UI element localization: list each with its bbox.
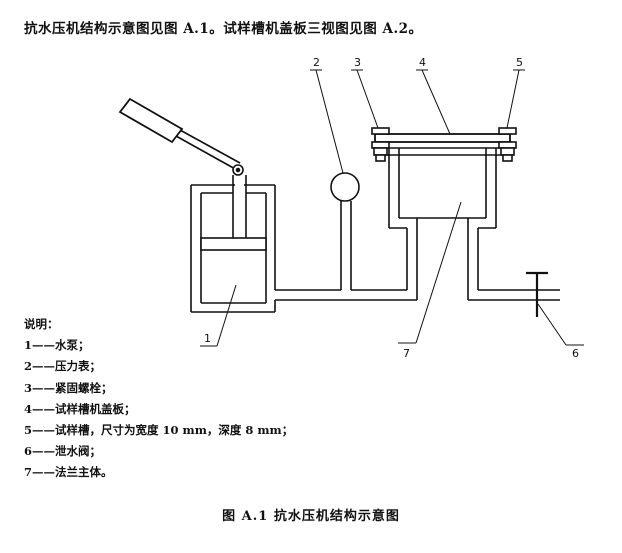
pump-handle bbox=[118, 97, 244, 176]
callout-5: 5 bbox=[516, 56, 523, 69]
flange-body bbox=[380, 147, 505, 229]
legend-item: 2——压力表； bbox=[24, 359, 102, 374]
leader-lines bbox=[200, 69, 584, 347]
pump-cylinder bbox=[190, 175, 276, 313]
callout-4: 4 bbox=[419, 56, 426, 69]
pressure-gauge bbox=[330, 172, 360, 208]
legend-item: 7——法兰主体。 bbox=[24, 465, 113, 480]
legend-title: 说明： bbox=[24, 317, 59, 331]
callout-1: 1 bbox=[204, 332, 211, 345]
legend-item: 6——泄水阀； bbox=[24, 444, 102, 459]
cover-plate bbox=[374, 133, 511, 143]
fastening-bolts bbox=[371, 127, 517, 162]
callout-6: 6 bbox=[572, 347, 579, 360]
legend-item: 4——试样槽机盖板； bbox=[24, 401, 136, 416]
figure-caption: 图 A.1 抗水压机结构示意图 bbox=[222, 509, 400, 524]
legend-item: 5——试样槽，尺寸为宽度 10 mm，深度 8 mm； bbox=[24, 423, 294, 438]
drain-valve bbox=[526, 271, 548, 317]
legend-item: 3——紧固螺栓； bbox=[24, 380, 113, 395]
callout-7: 7 bbox=[403, 347, 410, 360]
intro-text: 抗水压机结构示意图见图 A.1。试样槽机盖板三视图见图 A.2。 bbox=[24, 21, 423, 37]
legend-item: 1——水泵； bbox=[24, 338, 90, 353]
pipeline bbox=[275, 208, 560, 301]
legend: 说明： 1——水泵； 2——压力表； 3——紧固螺栓； 4——试样槽机盖板； 5… bbox=[24, 314, 293, 484]
callout-2: 2 bbox=[313, 56, 320, 69]
callout-3: 3 bbox=[354, 56, 361, 69]
